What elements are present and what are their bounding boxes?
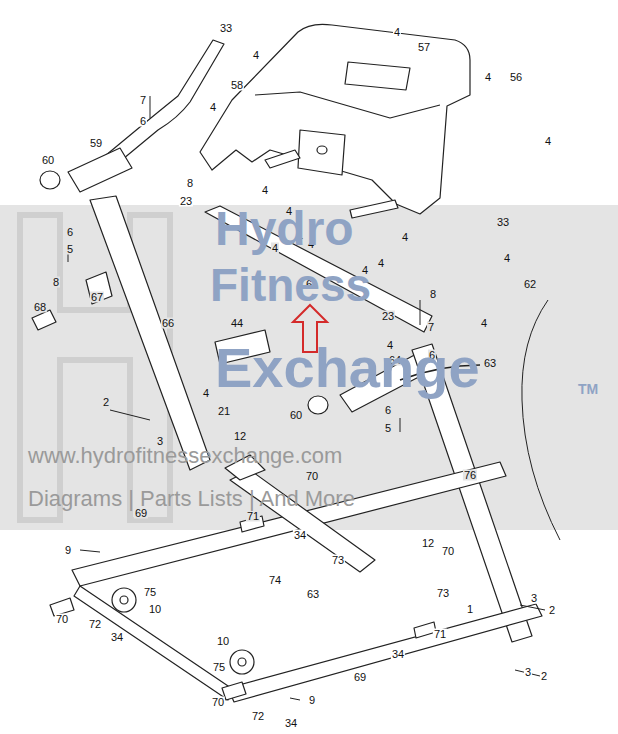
callout-number: 33 — [219, 23, 233, 34]
callout-number: 2 — [548, 605, 556, 616]
callout-number: 70 — [211, 697, 225, 708]
callout-number: 44 — [230, 318, 244, 329]
callout-number: 4 — [252, 50, 260, 61]
callout-number: 23 — [381, 311, 395, 322]
callout-number: 7 — [139, 95, 147, 106]
callout-number: 5 — [66, 244, 74, 255]
console — [200, 24, 470, 214]
callout-number: 4 — [202, 388, 210, 399]
callout-number: 2 — [102, 397, 110, 408]
callout-number: 12 — [233, 431, 247, 442]
watermark-logo — [20, 215, 170, 520]
watermark-text: www.hydrofitnessexchange.com — [28, 445, 342, 467]
callout-number: 10 — [148, 604, 162, 615]
callout-number: 6 — [66, 227, 74, 238]
callout-number: 72 — [88, 619, 102, 630]
callout-number: 5 — [384, 423, 392, 434]
callout-number: 76 — [463, 470, 477, 481]
callout-number: 10 — [216, 636, 230, 647]
watermark-text: TM — [578, 382, 598, 396]
callout-number: 34 — [293, 530, 307, 541]
callout-number: 70 — [441, 546, 455, 557]
callout-number: 75 — [143, 587, 157, 598]
callout-number: 9 — [64, 545, 72, 556]
callout-number: 69 — [353, 672, 367, 683]
watermark-band — [0, 205, 618, 530]
callout-number: 56 — [509, 72, 523, 83]
callout-number: 34 — [284, 718, 298, 729]
watermark-text: Exchange — [215, 340, 480, 396]
callout-number: 66 — [161, 318, 175, 329]
callout-number: 59 — [89, 138, 103, 149]
callout-number: 2 — [540, 671, 548, 682]
callout-number: 33 — [496, 217, 510, 228]
base-frame — [72, 462, 506, 586]
callout-number: 34 — [391, 649, 405, 660]
callout-number: 72 — [251, 711, 265, 722]
callout-number: 75 — [212, 662, 226, 673]
callout-number: 73 — [331, 555, 345, 566]
callout-number: 70 — [55, 614, 69, 625]
callout-number: 4 — [544, 136, 552, 147]
callout-number: 71 — [246, 511, 260, 522]
callout-number: 6 — [384, 405, 392, 416]
watermark-text: Hydro — [215, 205, 354, 253]
callout-number: 67 — [90, 292, 104, 303]
callout-number: 58 — [230, 80, 244, 91]
callout-number: 7 — [427, 322, 435, 333]
callout-number: 73 — [436, 588, 450, 599]
callout-number: 68 — [33, 302, 47, 313]
callout-number: 1 — [466, 604, 474, 615]
callout-number: 4 — [503, 253, 511, 264]
watermark-text: Fitness — [210, 262, 371, 308]
callout-number: 8 — [186, 178, 194, 189]
callout-number: 57 — [417, 42, 431, 53]
callout-number: 4 — [484, 72, 492, 83]
callout-number: 3 — [530, 593, 538, 604]
callout-number: 62 — [523, 279, 537, 290]
callout-number: 9 — [308, 695, 316, 706]
callout-number: 8 — [52, 277, 60, 288]
callout-number: 71 — [433, 629, 447, 640]
callout-number: 63 — [306, 589, 320, 600]
callout-number: 4 — [480, 318, 488, 329]
callout-number: 74 — [268, 575, 282, 586]
callout-number: 12 — [421, 538, 435, 549]
callout-number: 23 — [179, 196, 193, 207]
callout-number: 8 — [429, 289, 437, 300]
callout-number: 63 — [483, 358, 497, 369]
callout-number: 4 — [401, 232, 409, 243]
callout-number: 3 — [524, 667, 532, 678]
callout-number: 60 — [41, 155, 55, 166]
callout-number: 70 — [305, 471, 319, 482]
callout-number: 34 — [110, 632, 124, 643]
callout-number: 21 — [217, 406, 231, 417]
callout-number: 4 — [393, 27, 401, 38]
watermark-text: Diagrams | Parts Lists | And More — [28, 488, 355, 510]
callout-number: 4 — [377, 258, 385, 269]
callout-number: 4 — [209, 102, 217, 113]
callout-number: 4 — [261, 185, 269, 196]
callout-number: 6 — [139, 116, 147, 127]
callout-number: 60 — [289, 410, 303, 421]
upright — [90, 196, 210, 470]
